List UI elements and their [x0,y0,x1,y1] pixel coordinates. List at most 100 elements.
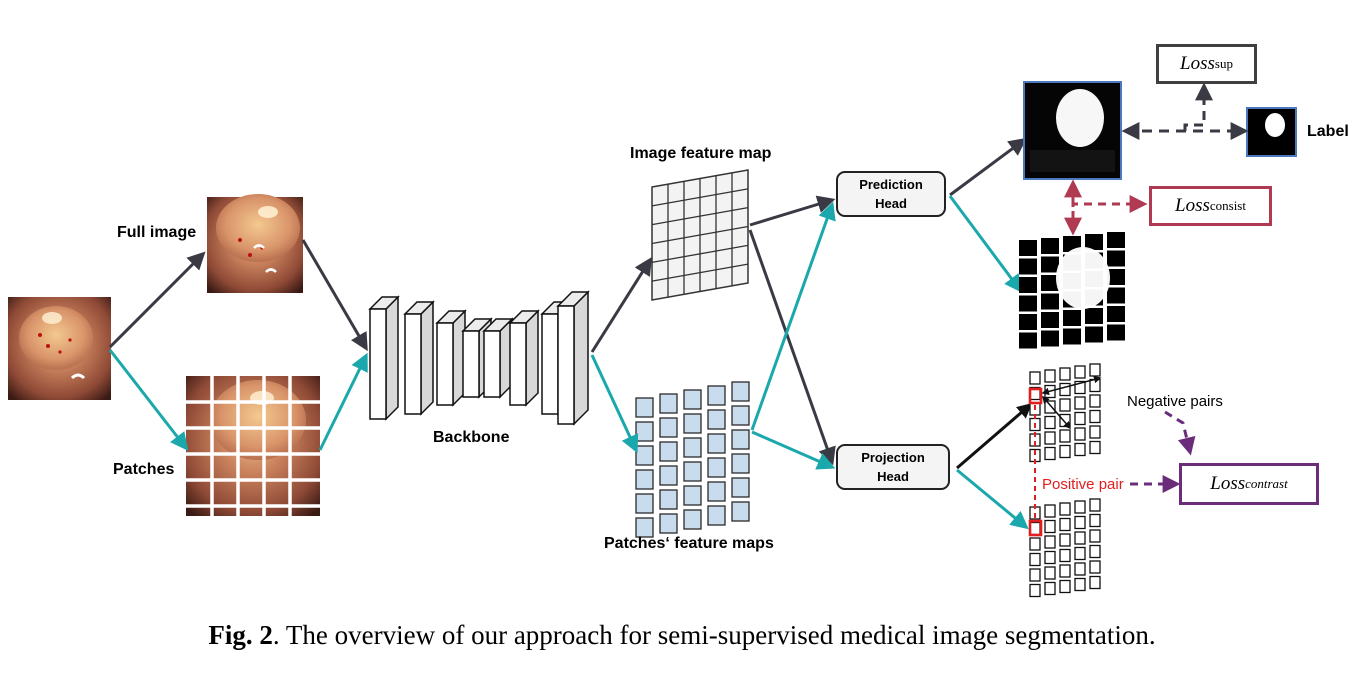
patch-feature-cell [635,469,654,490]
positive-sample-bottom [1028,519,1043,537]
patch-feature-cell [731,453,750,474]
patch-mask-cell [1019,314,1037,330]
embedding-cell [1044,446,1056,461]
embedding-cell [1044,581,1056,596]
patch-mask-cell [1107,306,1125,322]
patch-feature-cell [683,485,702,506]
embedding-cell [1089,513,1101,528]
loss-contrast-sub: contrast [1245,476,1288,491]
embedding-cell [1029,583,1041,598]
backbone-block [403,300,435,416]
patch-mask-cell [1019,295,1037,312]
embedding-cell [1044,566,1056,580]
patch-feature-cell [707,481,726,502]
embedding-cell [1089,440,1101,455]
patch-feature-cell [707,409,726,430]
image-feature-map [651,169,749,301]
positive-sample-top [1028,387,1043,405]
backbone-block [435,309,467,407]
figure-caption: Fig. 2. The overview of our approach for… [0,620,1364,651]
patch-mask-cell [1019,277,1037,293]
loss-consist-sub: consist [1209,198,1246,213]
patch-feature-cell [707,385,726,406]
embedding-cell [1044,550,1056,565]
embedding-cell [1059,444,1071,459]
full-image-label: Full image [117,224,197,241]
patch-feature-cell [683,413,702,434]
loss-contrast-main: Loss [1210,473,1246,494]
embedding-cell [1059,564,1071,578]
full-image-thumbnail [207,194,303,293]
patch-mask-cell [1085,308,1103,324]
positive-pair-label: Positive pair [1042,476,1124,493]
arrow-projection-to-image-emb [956,403,1033,470]
patches-feature-maps-label: Patches‘ feature maps [604,535,774,552]
embedding-cell [1074,396,1086,410]
arrow-full-to-backbone [301,239,368,352]
patch-mask-cell [1019,240,1037,256]
loss-sup-sub: sup [1214,56,1233,71]
caption-fig-number: Fig. 2 [208,620,273,650]
patch-feature-cell [635,421,654,442]
patches-label: Patches [113,461,175,478]
full-image-prediction-mask [1023,81,1122,180]
embedding-cell [1074,411,1086,426]
patch-feature-cell [635,493,654,514]
image-embedding-grid [1029,363,1101,463]
patch-mask-cell [1041,330,1059,347]
embedding-cell [1074,562,1086,576]
embedding-cell [1029,537,1041,551]
patch-mask-cell [1085,234,1103,250]
patch-mask-cell [1041,238,1059,254]
patch-feature-cell [683,437,702,458]
arrow-backbone-to-patch-fm [590,354,639,454]
embedding-cell [1089,575,1101,590]
patch-feature-cell [707,505,726,526]
embedding-cell [1029,568,1041,582]
arrow-backbone-to-image-fm [590,256,652,353]
patch-feature-cell [659,489,678,510]
embedding-cell [1059,367,1071,381]
contrast-loss-connections [1130,410,1196,493]
backbone-network [368,290,590,426]
embedding-cell [1089,560,1101,574]
embedding-cell [1044,504,1056,518]
embedding-cell [1059,398,1071,412]
embedding-cell [1059,579,1071,594]
backbone-block [368,295,400,421]
backbone-block [556,290,590,426]
embedding-cell [1059,382,1071,397]
embedding-cell [1059,502,1071,516]
embedding-cell [1089,425,1101,439]
arrow-input-to-full [108,251,206,349]
embedding-cell [1044,535,1056,549]
embedding-cell [1059,429,1071,443]
patch-feature-cell [635,397,654,418]
patch-mask-cell [1107,324,1125,341]
patch-feature-cell [659,465,678,486]
patch-feature-cell [707,433,726,454]
patch-mask-cell [1019,258,1037,275]
loss-consist-main: Loss [1175,195,1210,216]
negative-pairs-label: Negative pairs [1127,393,1223,410]
embedding-cell [1074,577,1086,592]
embedding-cell [1074,442,1086,457]
loss-sup-main: Loss [1180,53,1215,74]
label-text: Label [1307,123,1349,140]
embedding-cell [1074,500,1086,514]
patch-feature-cell [731,477,750,498]
patch-feature-cell [731,381,750,402]
embedding-cell [1089,363,1101,377]
patch-mask-cell [1063,328,1081,345]
projection-head-line2: Head [877,469,909,484]
arrow-image-fm-to-prediction [749,195,836,227]
patch-mask-cell [1041,293,1059,310]
patch-feature-cell [635,517,654,538]
patch-feature-cell [683,461,702,482]
consist-loss-connections [1064,179,1148,236]
patch-mask-cell [1019,332,1037,349]
arrow-prediction-to-patchmask [948,195,1023,293]
